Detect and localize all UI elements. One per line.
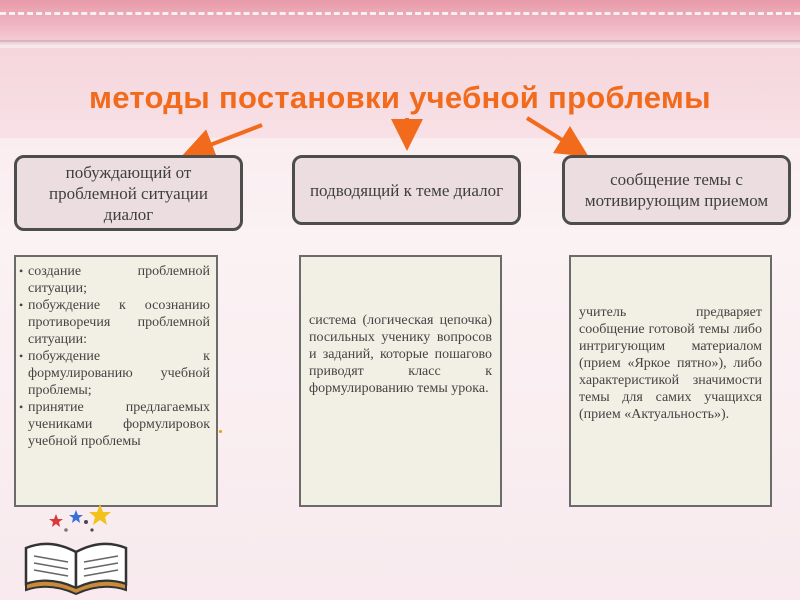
method-list: создание проблемной ситуации; побуждение… [19, 263, 210, 450]
open-book-icon [24, 504, 128, 595]
description-text: система (логическая цепочка) посильных у… [309, 313, 492, 396]
star-icon [49, 514, 63, 527]
category-problem-dialog: побуждающий от проблемной ситуации диало… [14, 155, 243, 231]
description-leading-dialog: система (логическая цепочка) посильных у… [299, 255, 502, 507]
decorative-dot [219, 430, 222, 433]
page-title: методы постановки учебной проблемы [89, 80, 711, 115]
stitch-line [0, 12, 800, 15]
arrow-left [182, 123, 263, 160]
category-motivating-method: сообщение темы с мотивирующим приемом [562, 155, 791, 225]
list-item: принятие предлагаемых учениками формулир… [19, 399, 210, 450]
description-text: учитель предваряет сообщение готовой тем… [579, 305, 762, 422]
arrow-right [525, 116, 589, 157]
list-item: побуждение к осознанию противоречия проб… [19, 297, 210, 348]
category-label: подводящий к теме диалог [309, 180, 504, 200]
band-shadow [0, 40, 800, 46]
category-label: сообщение темы с мотивирующим приемом [584, 170, 769, 210]
category-label: побуждающий от проблемной ситуации диало… [48, 162, 209, 224]
list-item: создание проблемной ситуации; [19, 263, 210, 297]
description-problem-dialog: создание проблемной ситуации; побуждение… [14, 255, 218, 507]
top-decorative-band [0, 0, 800, 46]
category-leading-dialog: подводящий к теме диалог [292, 155, 521, 225]
list-item: побуждение к формулированию учебной проб… [19, 348, 210, 399]
star-icon [69, 510, 83, 523]
star-icon [89, 504, 111, 525]
description-motivating-method: учитель предваряет сообщение готовой тем… [569, 255, 772, 507]
